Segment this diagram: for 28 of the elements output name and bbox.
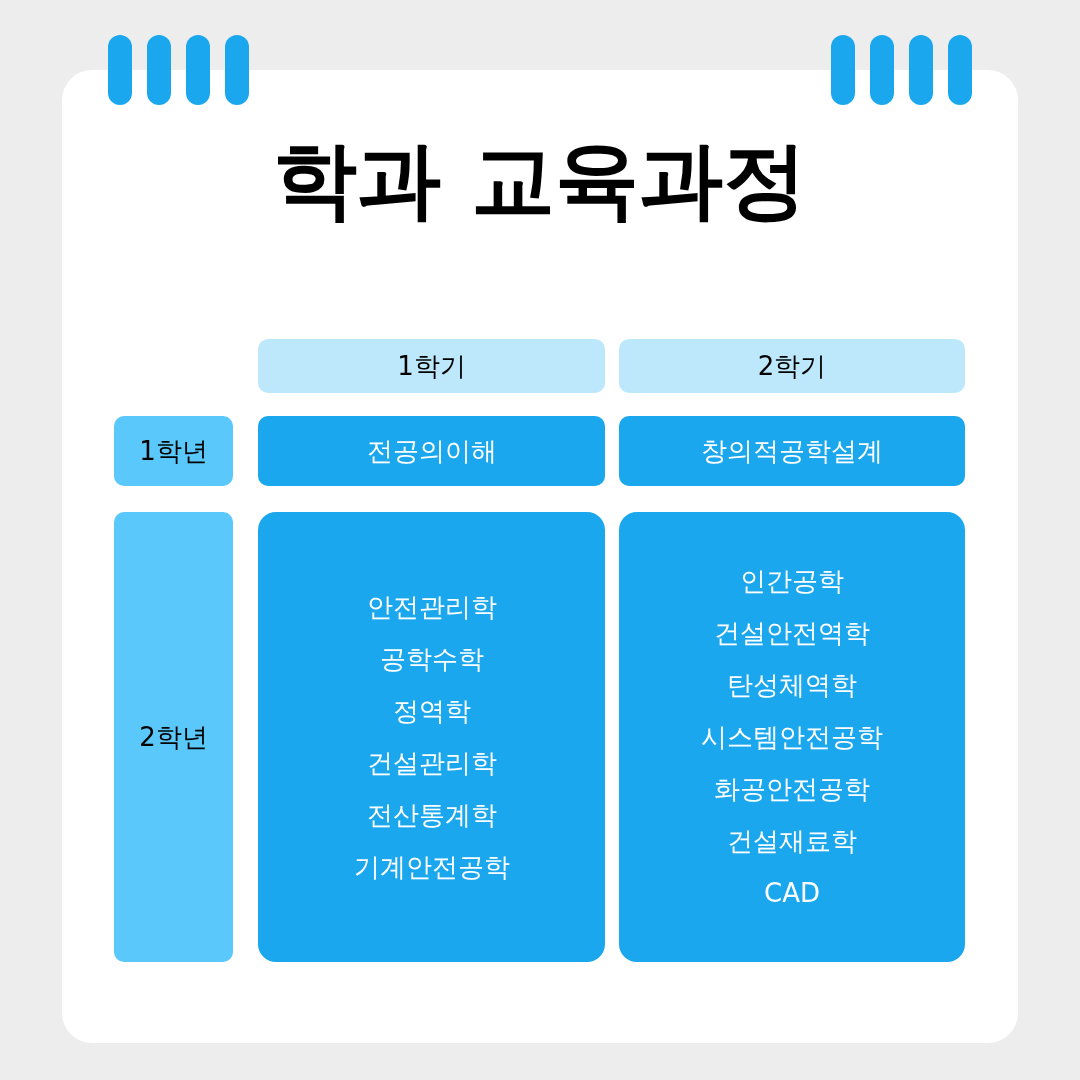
cell-label: 2학기 <box>757 350 827 383</box>
course-cell <box>619 512 965 962</box>
course-name: 기계안전공학 <box>353 851 510 884</box>
course-name: 건설관리학 <box>366 747 497 780</box>
course-name: 공학수학 <box>379 643 484 676</box>
cell-label: 1학년 <box>139 435 208 468</box>
cell-label: 전공의이해 <box>366 435 497 468</box>
course-name: 전산통계학 <box>366 799 497 832</box>
row-header <box>114 512 233 962</box>
course-name: 탄성체역학 <box>727 669 857 702</box>
course-name: 시스템안전공학 <box>701 721 883 754</box>
course-name: CAD <box>764 877 820 910</box>
cell-label: 창의적공학설계 <box>701 435 883 468</box>
column-header <box>258 339 605 393</box>
course-cell <box>258 416 605 486</box>
title: 학과 교육과정 <box>272 130 808 230</box>
course-cell <box>258 512 605 962</box>
course-name: 정역학 <box>392 695 471 728</box>
cell-label: 2학년 <box>139 721 208 754</box>
cell-label: 1학기 <box>397 350 466 383</box>
course-name: 화공안전공학 <box>714 773 870 806</box>
course-name: 건설안전역학 <box>714 617 870 650</box>
column-header <box>619 339 965 393</box>
course-cell <box>619 416 965 486</box>
course-name: 인간공학 <box>740 565 844 598</box>
course-name: 건설재료학 <box>727 825 857 858</box>
row-header <box>114 416 233 486</box>
course-name: 안전관리학 <box>366 591 497 624</box>
